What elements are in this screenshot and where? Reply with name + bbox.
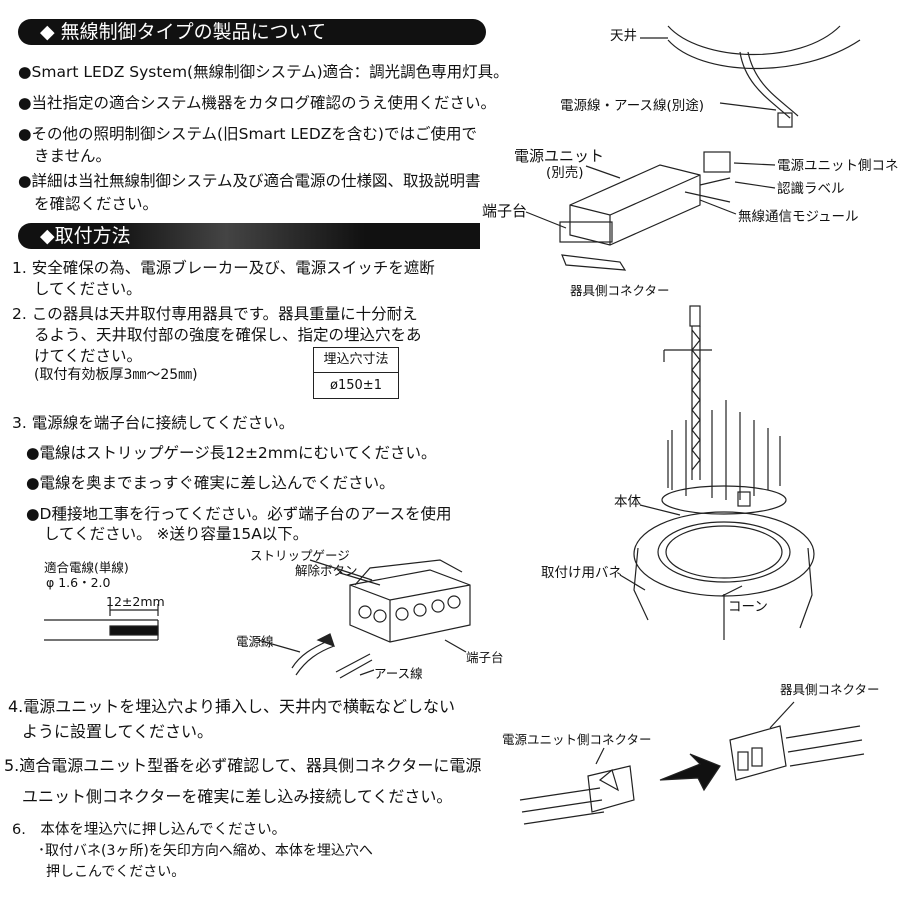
step-2-cont-a: るよう、天井取付部の強度を確保し、指定の埋込穴をあ <box>34 326 422 344</box>
wire-spec-title: 適合電線(単線) <box>44 560 129 575</box>
cone-label: コーン <box>728 599 768 615</box>
step-2-cont-b: けてください。 <box>34 347 143 365</box>
step-4: 4.電源ユニットを埋込穴より挿入し、天井内で横転などしない <box>8 697 455 716</box>
step-3: 3. 電源線を端子台に接続してください。 <box>12 414 295 432</box>
bullet-4: ●詳細は当社無線制御システム及び適合電源の仕様図、取扱説明書 <box>18 172 481 190</box>
hole-size-header: 埋込穴寸法 <box>314 348 398 373</box>
step-5: 5.適合電源ユニット型番を必ず確認して、器具側コネクターに電源 <box>4 756 482 775</box>
power-unit-figure <box>525 151 776 271</box>
spring-label: 取付け用バネ <box>541 565 622 581</box>
section-title: ◆ 無線制御タイプの製品について <box>40 21 327 43</box>
earth-wire-label: アース線 <box>374 666 423 681</box>
step-1-cont: してください。 <box>34 280 142 298</box>
terminal-label-left: 端子台 <box>466 650 504 665</box>
ceiling-figure <box>640 25 861 128</box>
ceiling-label: 天井 <box>610 28 637 44</box>
step-3-bullet-c-cont: してください。 ※送り容量15A以下。 <box>44 525 309 543</box>
step-6: 6. 本体を埋込穴に押し込んでください。 <box>12 822 287 838</box>
wire-strip-figure <box>44 604 159 641</box>
power-unit-sub-label: (別売) <box>546 165 584 181</box>
step-3-bullet-c: ●D種接地工事を行ってください。必ず端子台のアースを使用 <box>26 505 452 523</box>
section-title: ◆取付方法 <box>40 225 131 247</box>
bullet-1: ●Smart LEDZ System(無線制御システム)適合：調光調色専用灯具。 <box>18 63 509 81</box>
terminal-block-figure <box>257 559 471 679</box>
step-5-cont: ユニット側コネクターを確実に差し込み接続してください。 <box>22 787 453 806</box>
strip-gauge-label: ストリップゲージ <box>250 548 350 563</box>
bullet-3: ●その他の照明制御システム(旧Smart LEDZを含む)ではご使用で <box>18 125 477 143</box>
connector-figure <box>519 701 865 825</box>
step-2: 2. この器具は天井取付専用器具です。器具重量に十分耐え <box>12 305 418 323</box>
bullet-3-cont: きません。 <box>34 147 112 165</box>
wireless-module-label: 無線通信モジュール <box>738 209 859 225</box>
step-6-sub-cont: 押しこんでください。 <box>46 864 186 880</box>
fixture-connector-label: 器具側コネクター <box>570 283 670 298</box>
hole-size-value: ø150±1 <box>330 378 382 393</box>
bullet-4-cont: を確認ください。 <box>34 195 159 213</box>
step-3-bullet-b: ●電線を奥までまっすぐ確実に差し込んでください。 <box>26 474 395 492</box>
step-6-sub: ･取付バネ(3ヶ所)を矢印方向へ縮め、本体を埋込穴へ <box>38 843 373 859</box>
bullet-2: ●当社指定の適合システム機器をカタログ確認のうえ使用ください。 <box>18 94 497 112</box>
terminal-label-right: 端子台 <box>482 202 528 220</box>
section-header-wireless: ◆ 無線制御タイプの製品について <box>18 19 486 45</box>
step-1: 1. 安全確保の為、電源ブレーカー及び、電源スイッチを遮断 <box>12 259 435 277</box>
step-2-note: (取付有効板厚3㎜～25㎜) <box>34 367 198 383</box>
release-button-label: 解除ボタン <box>295 563 358 578</box>
hole-size-table: 埋込穴寸法 ø150±1 <box>313 347 399 399</box>
cables-label: 電源線・アース線(別途) <box>560 98 705 114</box>
body-label: 本体 <box>614 494 641 510</box>
conn-fixture-label: 器具側コネクター <box>780 682 880 697</box>
step-3-bullet-a: ●電線はストリップゲージ長12±2mmにむいてください。 <box>26 444 437 462</box>
section-header-install: ◆取付方法 <box>18 223 480 249</box>
strip-length-label: 12±2mm <box>106 594 165 609</box>
unit-connector-label: 電源ユニット側コネクター <box>777 158 900 174</box>
power-wire-label: 電源線 <box>236 634 274 649</box>
cert-label-label: 認識ラベル <box>777 181 845 197</box>
power-unit-label: 電源ユニット <box>514 147 605 165</box>
wire-spec-value: φ 1.6・2.0 <box>46 575 111 590</box>
downlight-figure <box>619 305 815 640</box>
step-4-cont: ように設置してください。 <box>22 722 214 741</box>
conn-unit-label: 電源ユニット側コネクター <box>502 732 652 747</box>
